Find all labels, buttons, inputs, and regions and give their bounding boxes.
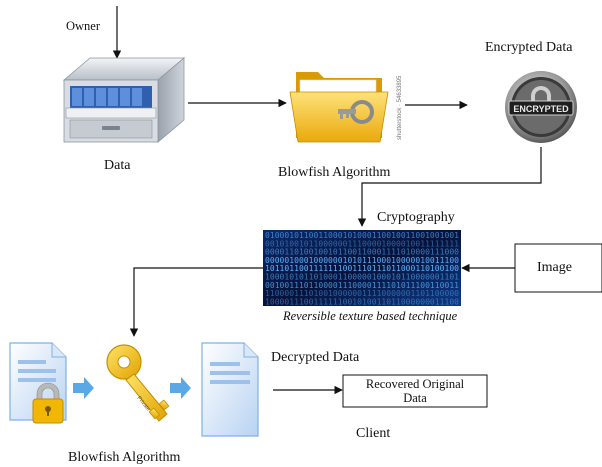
- reversible-texture-label: Reversible texture based technique: [283, 309, 458, 323]
- decrypted-data-label: Decrypted Data: [271, 350, 360, 365]
- cryptography-label: Cryptography: [377, 210, 455, 225]
- binary-row: 0010011101100001110000111101011100110011: [265, 281, 459, 290]
- recovered-line-2: Data: [403, 391, 427, 406]
- binary-row: 0100010110011000101000110010011001001001: [265, 231, 459, 240]
- client-label: Client: [356, 426, 391, 441]
- binary-row: 0000010001000000101011100010000010011100: [265, 256, 459, 265]
- binary-row: 1100001110100100000011110000001101100000: [265, 289, 459, 298]
- blowfish-algorithm-bottom-label: Blowfish Algorithm: [68, 450, 181, 465]
- encrypted-badge-icon: ENCRYPTED: [505, 71, 577, 143]
- encrypted-data-label: Encrypted Data: [485, 40, 573, 55]
- recovered-line-1: Recovered Original: [365, 377, 465, 391]
- key-icon: Private: [106, 344, 170, 422]
- binary-row: 1000101011010001100000100010110000001101: [265, 273, 459, 282]
- blowfish-algorithm-top-label: Blowfish Algorithm: [278, 165, 391, 180]
- binary-row: 1000011100111111001010011011000000011100: [265, 297, 459, 306]
- binary-code-icon: 0100010110011000101000110010011001001001…: [263, 230, 461, 306]
- binary-row: 0000110100100101100110001111010000111000: [265, 248, 459, 257]
- binary-row: 1011011001111111001110111011000110100100: [265, 264, 459, 273]
- data-label: Data: [104, 158, 131, 173]
- recovered-data-box: [342, 374, 488, 408]
- binary-row: 0010100101100000011100001000010011111111: [265, 239, 459, 248]
- folder-lock-icon: [289, 72, 389, 143]
- encrypted-stamp-text: ENCRYPTED: [513, 104, 569, 114]
- image-label: Image: [537, 260, 572, 275]
- locked-document-icon: [9, 342, 67, 424]
- recovered-data-text: Recovered Original Data: [343, 377, 487, 406]
- owner-label: Owner: [66, 19, 101, 33]
- connectors: [112, 6, 542, 395]
- arrow-encrypted-to-cryptography: [357, 147, 542, 227]
- arrow-icon: [170, 377, 191, 399]
- shutterstock-watermark: shutterstock · 54633895: [397, 75, 403, 140]
- file-cabinet-icon: [62, 57, 186, 143]
- image-box: [514, 243, 602, 293]
- document-icon: [201, 342, 259, 437]
- arrow-icon: [73, 377, 94, 399]
- arrow-cryptography-to-decrypt: [129, 267, 263, 337]
